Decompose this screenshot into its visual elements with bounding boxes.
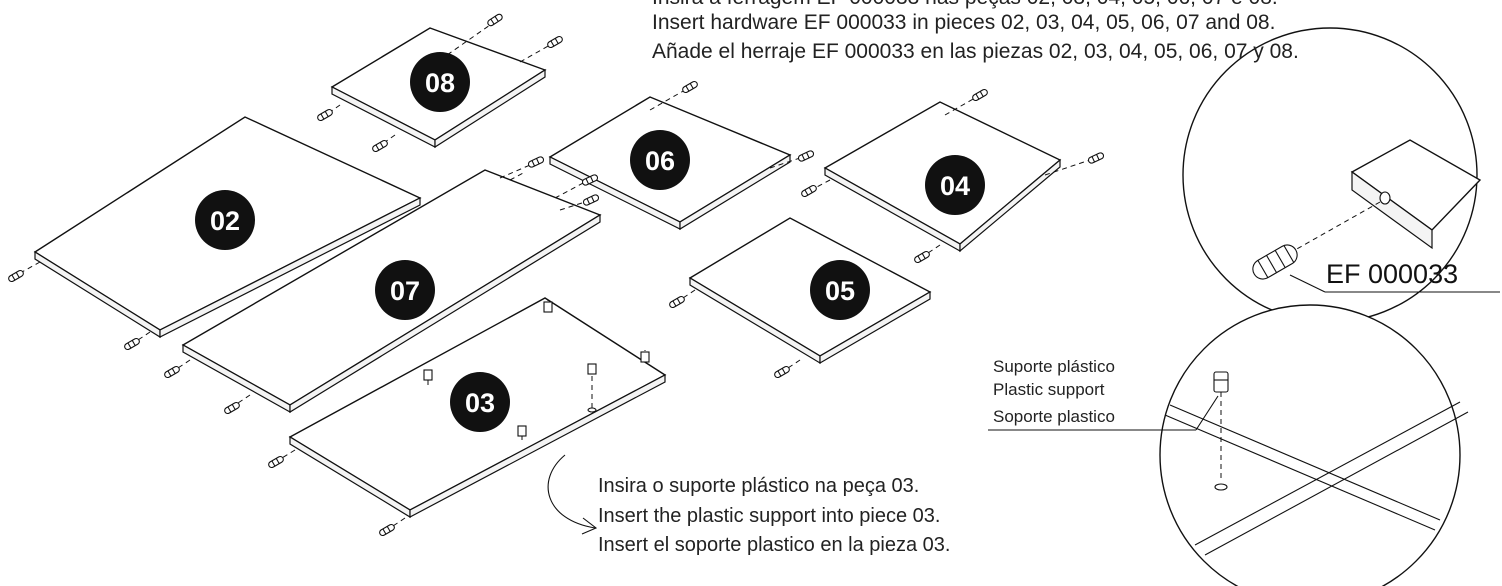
instruction-line-es: Insert el soporte plastico en la pieza 0… (598, 534, 951, 556)
piece-number-02: 02 (210, 206, 240, 236)
dowel-icon (546, 34, 564, 50)
dowel-icon (1086, 151, 1106, 165)
badge-08: 08 (410, 52, 470, 112)
dowel-icon (681, 79, 699, 95)
piece-number-06: 06 (645, 146, 675, 176)
dowel-icon (800, 183, 818, 199)
hardware-code-label: EF 000033 (1326, 259, 1459, 289)
dowel-icon (7, 268, 25, 284)
instruction-line-pt: Insira o suporte plástico na peça 03. (598, 475, 920, 497)
dowel-icon (163, 364, 181, 380)
dowel-icon (123, 336, 141, 352)
badge-03: 03 (450, 372, 510, 432)
instruction-line-en: Insert the plastic support into piece 03… (598, 505, 941, 527)
dowel-icon (581, 193, 601, 207)
piece-number-08: 08 (425, 68, 455, 98)
dowel-detail-icon (1252, 244, 1298, 280)
support-label-en: Plastic support (993, 380, 1105, 399)
piece-number-07: 07 (390, 276, 420, 306)
piece-number-05: 05 (825, 276, 855, 306)
badge-05: 05 (810, 260, 870, 320)
header-line-es: Añade el herraje EF 000033 en las piezas… (652, 40, 1299, 63)
badge-02: 02 (195, 190, 255, 250)
header-line-en: Insert hardware EF 000033 in pieces 02, … (652, 11, 1276, 34)
badge-06: 06 (630, 130, 690, 190)
detail-hardware (1182, 27, 1500, 323)
detail-support (988, 304, 1469, 586)
dowel-icon (773, 364, 791, 380)
dowel-icon (526, 155, 546, 169)
dowel-icon (486, 12, 504, 28)
header-line-pt: Insira a ferragem EF 000033 nas peças 02… (652, 0, 1278, 10)
dowel-icon (267, 454, 285, 470)
dowel-icon (223, 400, 241, 416)
dowel-icon (316, 107, 334, 123)
dowel-icon (971, 87, 989, 103)
dowel-icon (378, 522, 396, 538)
dowel-icon (371, 138, 389, 154)
piece-number-04: 04 (940, 171, 970, 201)
panel-05 (668, 217, 932, 380)
dowel-icon (796, 149, 816, 163)
badge-07: 07 (375, 260, 435, 320)
badge-04: 04 (925, 155, 985, 215)
support-label-pt: Suporte plástico (993, 357, 1115, 376)
support-label-es: Soporte plastico (993, 407, 1115, 426)
dowel-icon (668, 294, 686, 310)
dowel-icon (913, 249, 931, 265)
piece-number-03: 03 (465, 388, 495, 418)
curved-arrow-icon (547, 454, 596, 529)
support-pin-icon (1213, 371, 1229, 393)
